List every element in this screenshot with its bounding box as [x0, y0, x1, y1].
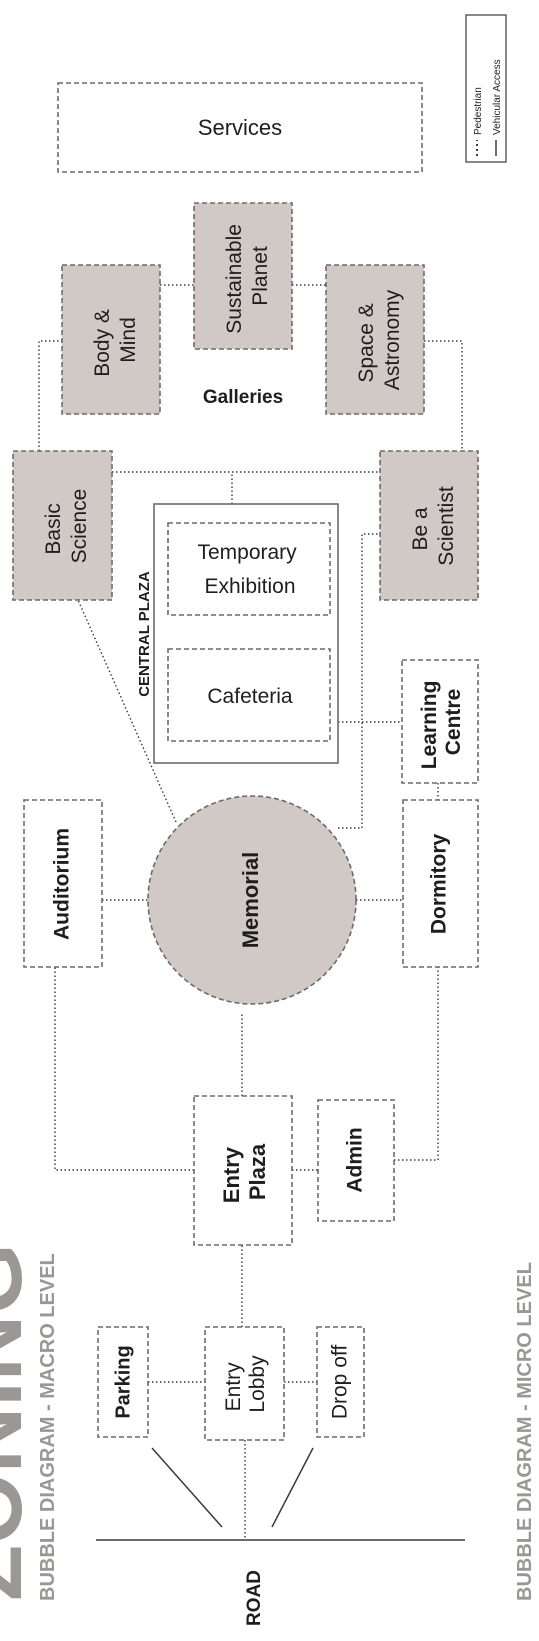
sustainable-planet-line-2: Planet [249, 246, 272, 306]
central-plaza-frame [153, 503, 339, 764]
space-astronomy-line-2: Astronomy [381, 289, 404, 390]
services-box [57, 82, 423, 173]
entry-plaza-box [193, 1095, 293, 1246]
temporary-exhibition-line-1: Temporary [197, 541, 297, 564]
parking-label: Parking [112, 1345, 134, 1418]
parking-box [97, 1326, 149, 1438]
central-plaza-label: CENTRAL PLAZA [136, 571, 153, 697]
space-astronomy-box [325, 264, 425, 415]
connectors [38, 284, 465, 1541]
dormitory-label: Dormitory [428, 834, 451, 935]
entry-lobby-line-2: Lobby [246, 1355, 269, 1413]
entry-plaza-label: Entry Plaza [219, 1141, 270, 1203]
macro-level-subtitle: BUBBLE DIAGRAM - MACRO LEVEL [37, 1253, 59, 1601]
micro-level-subtitle: BUBBLE DIAGRAM - MICRO LEVEL [514, 1262, 536, 1601]
admin-label: Admin [344, 1127, 367, 1192]
admin-to-dormitory [394, 967, 439, 1161]
memorial-label: Memorial [238, 852, 263, 949]
learning-centre-label: Learning Centre [418, 675, 465, 770]
road-to-dropoff [271, 1447, 314, 1528]
entry-lobby-label: Entry Lobby [222, 1355, 269, 1413]
basic-science-to-body-mind [38, 340, 62, 451]
entry-lobby-line-1: Entry [222, 1362, 245, 1412]
temporary-exhibition-box [167, 522, 331, 616]
body-mind-line-1: Body & [91, 309, 114, 377]
legend: Pedestrian Vehicular Access [465, 14, 507, 163]
auditorium-label: Auditorium [51, 828, 74, 940]
body-mind-line-2: Mind [117, 317, 140, 363]
entry-plaza-line-2: Plaza [245, 1143, 270, 1200]
sustainable-planet-line-1: Sustainable [223, 224, 246, 334]
road-label: ROAD [244, 1570, 265, 1626]
road-to-parking [151, 1447, 223, 1528]
plaza-to-auditorium [54, 967, 194, 1171]
space-to-be-a-scientist [424, 340, 463, 451]
legend-pedestrian: Pedestrian [473, 87, 484, 135]
be-a-scientist-box [379, 450, 479, 601]
services-label: Services [198, 115, 282, 140]
galleries-label: Galleries [203, 387, 283, 408]
legend-box [465, 14, 507, 163]
sustainable-planet-label: Sustainable Planet [223, 218, 272, 334]
space-astronomy-label: Space & Astronomy [355, 289, 404, 390]
basic-science-line-2: Science [68, 489, 91, 564]
be-a-scientist-label: Be a Scientist [409, 486, 458, 566]
learning-centre-line-2: Centre [442, 689, 465, 756]
memorial-to-be-a-scientist [338, 533, 380, 829]
be-a-scientist-line-1: Be a [409, 507, 432, 551]
drop-off-box [316, 1326, 365, 1438]
be-a-scientist-line-2: Scientist [435, 486, 458, 566]
cafeteria-box [167, 648, 331, 742]
memorial-circle [147, 795, 357, 1005]
learning-centre-box [401, 659, 479, 784]
temporary-exhibition-label: Temporary Exhibition [197, 541, 302, 598]
zoning-title: ZONING [0, 1243, 41, 1601]
body-mind-label: Body & Mind [91, 303, 140, 377]
auditorium-box [23, 799, 103, 968]
basic-science-box [12, 450, 113, 601]
drop-off-label: Drop off [329, 1345, 352, 1419]
learning-centre-line-1: Learning [418, 681, 441, 770]
basic-science-line-1: Basic [42, 503, 65, 554]
memorial-to-basic-science [77, 599, 177, 823]
entry-plaza-line-1: Entry [219, 1146, 244, 1203]
dormitory-box [402, 799, 479, 968]
sustainable-planet-box [193, 202, 293, 350]
cafeteria-label: Cafeteria [207, 685, 293, 708]
admin-box [317, 1099, 395, 1222]
body-mind-box [61, 264, 161, 415]
basic-science-label: Basic Science [42, 489, 91, 564]
space-astronomy-line-1: Space & [355, 303, 378, 382]
legend-vehicular: Vehicular Access [492, 59, 503, 135]
temporary-exhibition-line-2: Exhibition [204, 575, 295, 598]
